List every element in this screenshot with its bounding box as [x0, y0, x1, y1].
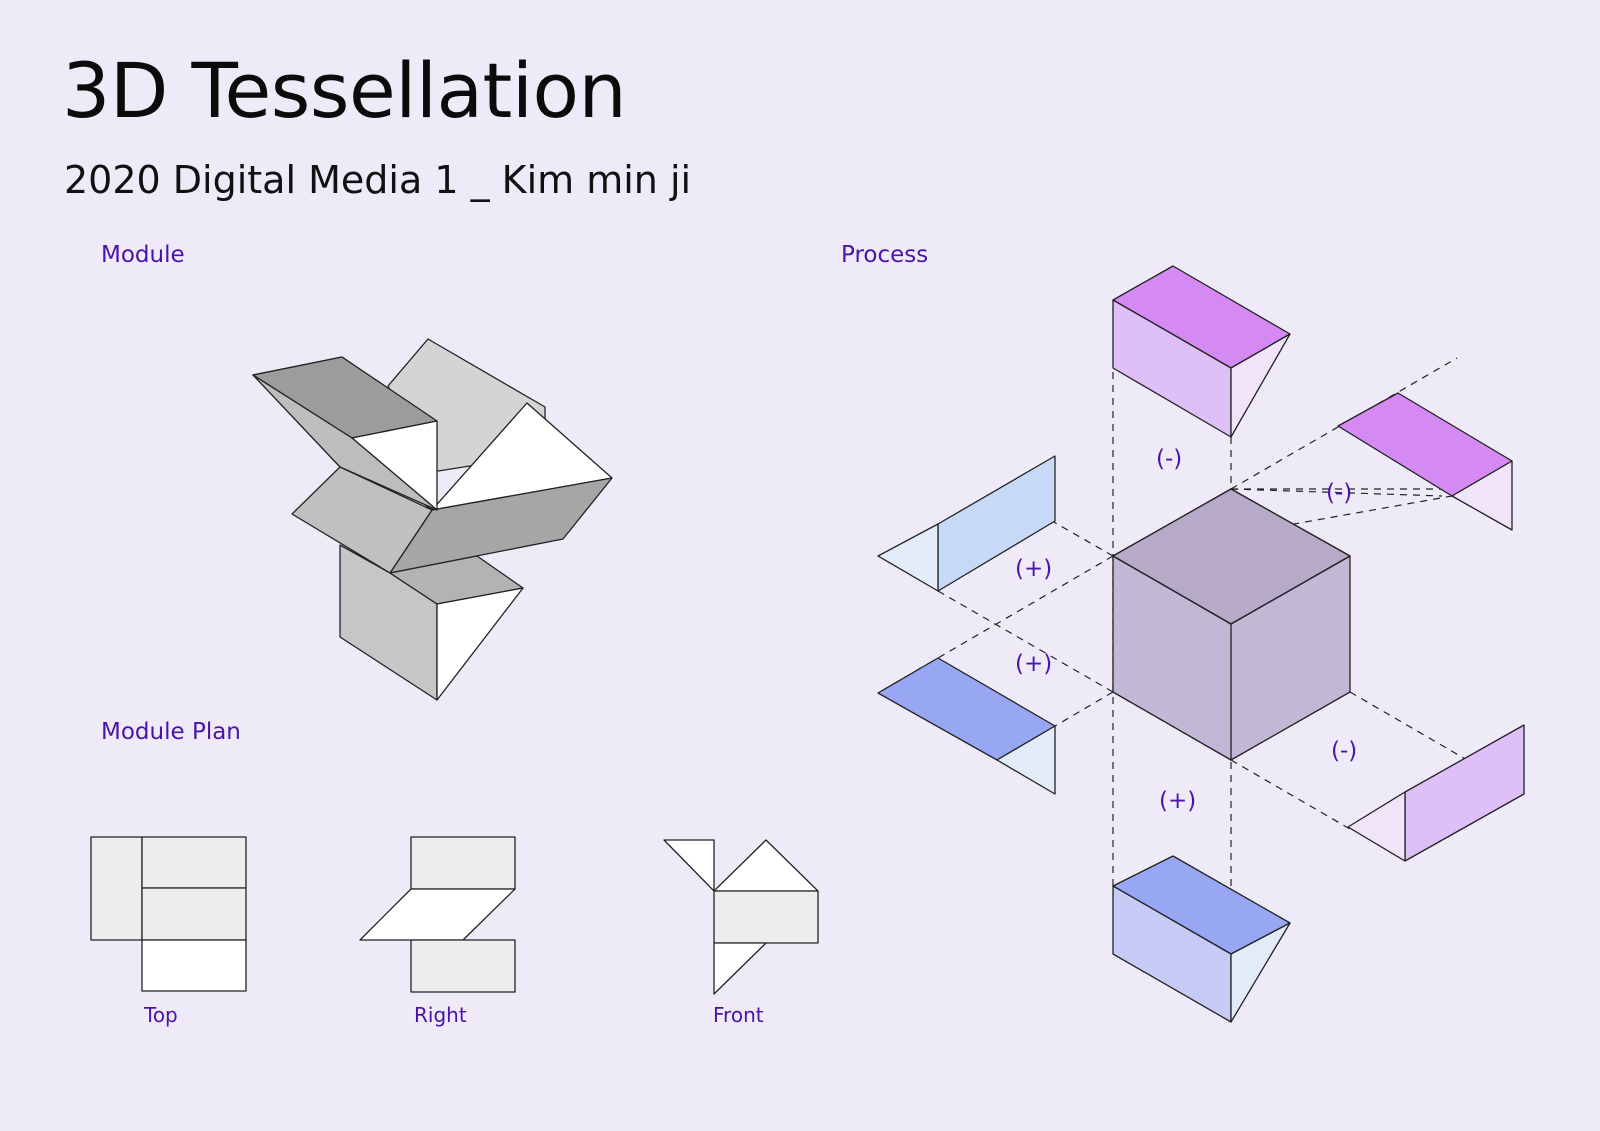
process-lower-left-prism [877, 657, 1056, 795]
module-3d-figure [252, 338, 613, 701]
process-center-cube [1112, 488, 1351, 761]
sign-top: (-) [1156, 446, 1182, 472]
module-plan-section-label: Module Plan [101, 719, 241, 745]
plan-top-view [90, 836, 247, 992]
plan-top-label: Top [144, 1003, 178, 1027]
module-section-label: Module [101, 242, 185, 268]
process-section-label: Process [841, 242, 929, 268]
sign-lower-right: (-) [1331, 738, 1357, 764]
plan-right-label: Right [414, 1003, 467, 1027]
sign-lower-left: (+) [1015, 651, 1052, 677]
process-upper-left-prism [877, 455, 1056, 592]
sign-bottom: (+) [1159, 788, 1196, 814]
plan-right-view [359, 836, 516, 993]
process-lower-right-prism [1347, 724, 1525, 862]
sign-upper-left: (+) [1015, 556, 1052, 582]
process-upper-right-prism [1337, 392, 1513, 531]
sign-upper-right: (-) [1326, 480, 1352, 506]
page-subtitle: 2020 Digital Media 1 _ Kim min ji [64, 158, 692, 202]
plan-front-view [663, 839, 819, 995]
process-top-prism [1112, 265, 1291, 438]
process-bottom-prism [1112, 855, 1291, 1023]
process-signs: (-) (-) (+) (+) (-) (+) [1015, 446, 1357, 814]
page-title: 3D Tessellation [62, 46, 627, 135]
plan-front-label: Front [713, 1003, 764, 1027]
